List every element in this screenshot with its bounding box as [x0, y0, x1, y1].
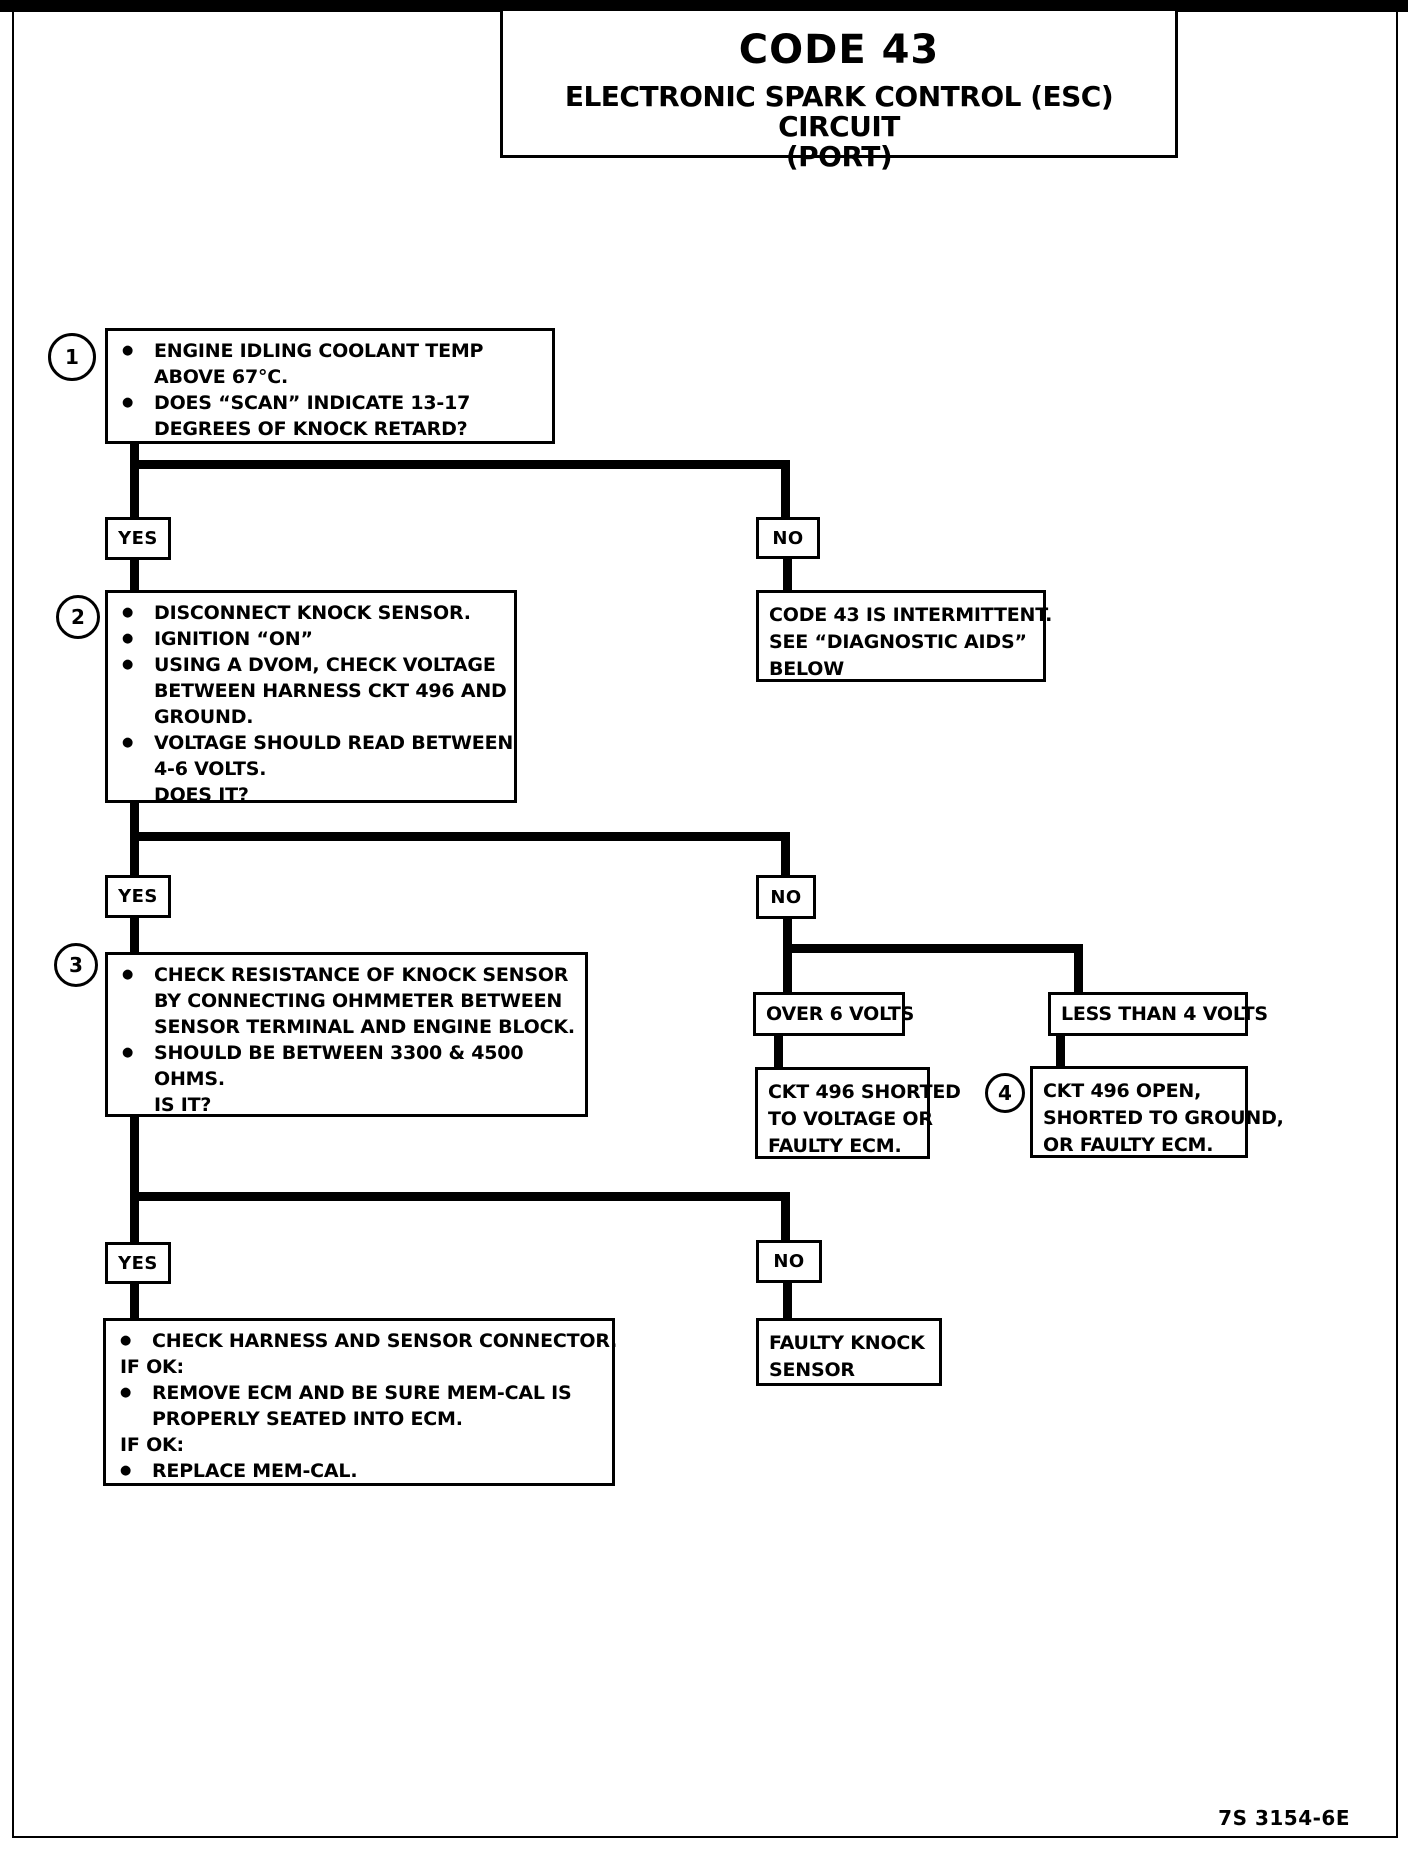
connector-line	[783, 559, 792, 590]
flow-text-line: FAULTY ECM.	[768, 1135, 902, 1157]
connector-line	[130, 443, 139, 517]
step-4-number: 4	[998, 1081, 1012, 1105]
no-branch-label-1: NO	[756, 517, 820, 559]
step-2-box: ● DISCONNECT KNOCK SENSOR. ● IGNITION “ON”…	[105, 590, 517, 806]
bullet-icon: ●	[122, 395, 134, 410]
flow-text-line: IS IT?	[154, 1094, 212, 1116]
no-branch-label-2: NO	[756, 875, 816, 919]
flow-text-line: VOLTAGE SHOULD READ BETWEEN	[154, 732, 514, 754]
bullet-icon: ●	[122, 343, 134, 358]
flow-text-line: CODE 43 IS INTERMITTENT.	[769, 604, 1053, 626]
step-3-number: 3	[69, 953, 83, 977]
flow-text-line: SHOULD BE BETWEEN 3300 & 4500	[154, 1042, 524, 1064]
no-branch-label-3: NO	[756, 1240, 822, 1283]
flow-text-line: REMOVE ECM AND BE SURE MEM-CAL IS	[152, 1382, 572, 1404]
condition-over-6-volts: OVER 6 VOLTS	[753, 992, 914, 1036]
connector-line	[130, 1284, 139, 1318]
connector-line	[130, 832, 790, 841]
connector-line	[783, 919, 792, 992]
document-reference: 7S 3154-6E	[1218, 1806, 1350, 1830]
page-title: CODE 43	[738, 27, 940, 73]
flow-text-line: BETWEEN HARNESS CKT 496 AND	[154, 680, 507, 702]
outcome-ckt-shorted-box: CKT 496 SHORTED TO VOLTAGE OR FAULTY ECM…	[755, 1067, 961, 1159]
connector-line	[781, 832, 790, 875]
flow-text-line: DISCONNECT KNOCK SENSOR.	[154, 602, 471, 624]
connector-line	[130, 918, 139, 952]
flow-text-line: ABOVE 67°C.	[154, 366, 289, 388]
step-1-box: ●ENGINE IDLING COOLANT TEMP ABOVE 67°C. …	[105, 328, 555, 444]
flow-text-line: CHECK HARNESS AND SENSOR CONNECTOR.	[152, 1330, 618, 1352]
flow-text-line: DOES “SCAN” INDICATE 13-17	[154, 392, 471, 414]
flow-text-line: IF OK:	[120, 1356, 184, 1378]
page-subtitle: ELECTRONIC SPARK CONTROL (ESC) CIRCUIT	[564, 80, 1114, 143]
flow-text-line: BY CONNECTING OHMMETER BETWEEN	[154, 990, 563, 1012]
flow-text-line: SEE “DIAGNOSTIC AIDS”	[769, 631, 1027, 653]
flow-text-line: OHMS.	[154, 1068, 225, 1090]
outcome-intermittent-box: CODE 43 IS INTERMITTENT. SEE “DIAGNOSTIC…	[756, 590, 1053, 682]
bullet-icon: ●	[122, 631, 134, 646]
outcome-ckt-open-box: CKT 496 OPEN, SHORTED TO GROUND, OR FAUL…	[1030, 1066, 1284, 1158]
final-check-box: ● CHECK HARNESS AND SENSOR CONNECTOR. IF …	[103, 1318, 618, 1486]
flow-text-line: DEGREES OF KNOCK RETARD?	[154, 418, 468, 440]
flow-text-line: TO VOLTAGE OR	[768, 1108, 933, 1130]
yes-branch-label-1: YES	[105, 517, 171, 560]
connector-line	[1074, 944, 1083, 992]
flow-text-line: DOES IT?	[154, 784, 249, 806]
flow-text-line: CKT 496 SHORTED	[768, 1081, 961, 1103]
bullet-icon: ●	[122, 657, 134, 672]
bullet-icon: ●	[120, 1385, 132, 1400]
flow-text-line: CHECK RESISTANCE OF KNOCK SENSOR	[154, 964, 569, 986]
flow-text-line: IGNITION “ON”	[154, 628, 313, 650]
flow-text-line: SENSOR	[769, 1359, 855, 1381]
connector-line	[781, 1192, 790, 1240]
flow-text-line: FAULTY KNOCK	[769, 1332, 925, 1354]
bullet-icon: ●	[122, 1045, 134, 1060]
flow-text-line: ENGINE IDLING COOLANT TEMP	[154, 340, 484, 362]
step-2-number-badge: 2	[56, 595, 100, 639]
bullet-icon: ●	[120, 1463, 132, 1478]
page-subtitle-port: (PORT)	[785, 140, 893, 173]
step-3-number-badge: 3	[54, 943, 98, 987]
flow-text-line: USING A DVOM, CHECK VOLTAGE	[154, 654, 496, 676]
connector-line	[781, 460, 790, 517]
flow-text-line: IF OK:	[120, 1434, 184, 1456]
connector-line	[1056, 1036, 1065, 1066]
step-4-number-badge: 4	[985, 1073, 1025, 1113]
flow-text-line: SHORTED TO GROUND,	[1043, 1107, 1284, 1129]
title-box: CODE 43 ELECTRONIC SPARK CONTROL (ESC) C…	[500, 8, 1178, 172]
bullet-icon: ●	[122, 967, 134, 982]
flow-text-line: 4-6 VOLTS.	[154, 758, 267, 780]
flow-text-line: CKT 496 OPEN,	[1043, 1080, 1202, 1102]
connector-line	[783, 944, 1083, 953]
step-3-box: ● CHECK RESISTANCE OF KNOCK SENSOR BY CON…	[105, 952, 588, 1117]
yes-branch-label-2: YES	[105, 875, 171, 918]
connector-line	[130, 560, 139, 590]
connector-line	[130, 1116, 139, 1242]
step-1-number: 1	[65, 345, 79, 369]
connector-line	[130, 460, 790, 469]
page-border	[12, 4, 1398, 1838]
connector-line	[774, 1036, 783, 1067]
flow-text-line: OR FAULTY ECM.	[1043, 1134, 1214, 1156]
connector-line	[783, 1283, 792, 1318]
flow-text-line: REPLACE MEM-CAL.	[152, 1460, 358, 1482]
bullet-icon: ●	[120, 1333, 132, 1348]
yes-branch-label-3: YES	[105, 1242, 171, 1284]
flow-text-line: GROUND.	[154, 706, 254, 728]
flow-text-line: PROPERLY SEATED INTO ECM.	[152, 1408, 463, 1430]
connector-line	[130, 1192, 790, 1201]
flow-text-line: BELOW	[769, 658, 845, 680]
flow-text-line: SENSOR TERMINAL AND ENGINE BLOCK.	[154, 1016, 575, 1038]
step-2-number: 2	[71, 605, 85, 629]
bullet-icon: ●	[122, 605, 134, 620]
step-1-number-badge: 1	[48, 333, 96, 381]
condition-less-than-4-volts: LESS THAN 4 VOLTS	[1048, 992, 1268, 1036]
outcome-faulty-knock-sensor-box: FAULTY KNOCK SENSOR	[756, 1318, 942, 1386]
bullet-icon: ●	[122, 735, 134, 750]
